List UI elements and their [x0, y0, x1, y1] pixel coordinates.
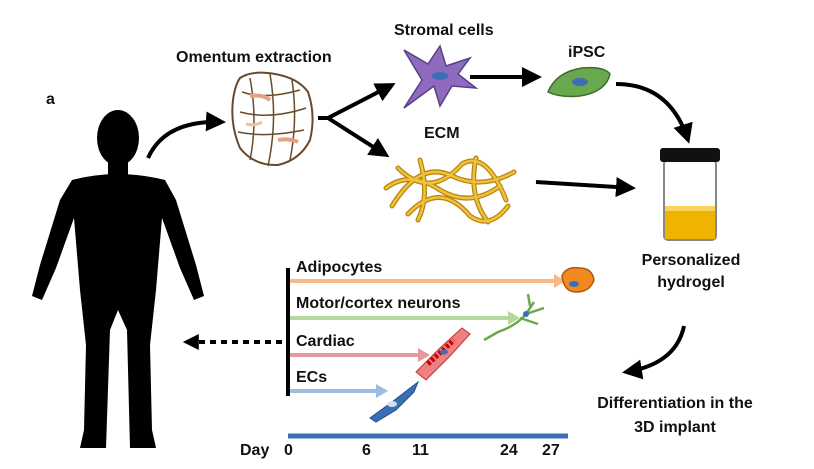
ipsc-label: iPSC: [568, 44, 606, 61]
endothelial-cell-icon: [369, 380, 420, 423]
lineage-cardiac-label: Cardiac: [296, 333, 355, 350]
hydrogel-label: Personalized hydrogel: [616, 250, 766, 294]
lineage-neurons-label: Motor/cortex neurons: [296, 295, 461, 312]
timeline-tick-11: 11: [412, 442, 429, 459]
human-silhouette-icon: [32, 110, 204, 448]
arrow-ecm-to-hydrogel: [535, 177, 636, 197]
ipsc-cell-icon: [547, 66, 611, 98]
omentum-extraction-label: Omentum extraction: [176, 49, 332, 66]
timeline-tick-0: 0: [284, 442, 293, 459]
lineage-ecs-label: ECs: [296, 369, 328, 386]
arrow-to-stromal: [318, 83, 396, 120]
hydrogel-label-line2: hydrogel: [657, 274, 725, 291]
arrow-ipsc-to-hydrogel: [615, 82, 693, 144]
ecm-label: ECM: [424, 125, 460, 142]
differentiation-label-line2: 3D implant: [634, 419, 716, 436]
differentiation-label: Differentiation in the 3D implant: [570, 392, 780, 440]
arrow-human-to-omentum: [146, 111, 226, 159]
stromal-cell-icon: [403, 44, 479, 109]
differentiation-label-line1: Differentiation in the: [597, 395, 753, 412]
arrow-hydrogel-to-differentiation: [622, 325, 686, 380]
panel-label: a: [46, 91, 55, 108]
lineage-adipocytes-label: Adipocytes: [296, 259, 383, 276]
hydrogel-label-line1: Personalized: [641, 252, 741, 269]
arrow-to-ecm: [326, 116, 390, 158]
ecm-fibers-icon: [383, 155, 517, 225]
timeline-tick-6: 6: [362, 442, 371, 459]
stromal-cells-label: Stromal cells: [394, 22, 494, 39]
timeline-tick-24: 24: [500, 442, 518, 459]
timeline-tick-27: 27: [542, 442, 560, 459]
cardiomyocyte-icon: [415, 327, 471, 381]
timeline-day-label: Day: [240, 442, 270, 459]
neuron-cell-icon: [483, 293, 545, 342]
lineage-arrows: [290, 274, 566, 398]
hydrogel-vial-icon: [660, 148, 720, 241]
adipocyte-cell-icon: [561, 266, 595, 293]
omentum-tissue-icon: [231, 71, 314, 167]
